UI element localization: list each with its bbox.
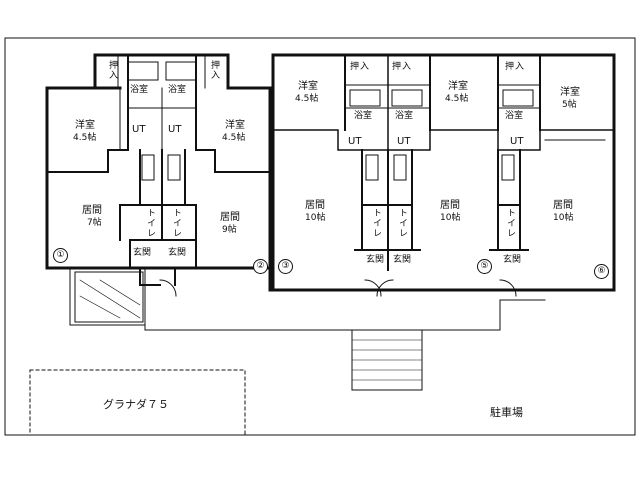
ut-label: UT	[510, 136, 524, 147]
bath-label: 浴室	[130, 85, 149, 95]
u4-western-size: 4.5帖	[445, 94, 469, 104]
u1-western-label: 洋室	[75, 120, 95, 131]
u2-living-size: 9帖	[222, 225, 237, 235]
ut-label: UT	[168, 124, 182, 135]
bath-label: 浴室	[354, 111, 373, 121]
u3-western-size: 4.5帖	[295, 94, 319, 104]
u1-entrance-label: 玄関	[133, 248, 152, 258]
u2-entrance-label: 玄関	[168, 248, 187, 258]
ut-label: UT	[132, 124, 146, 135]
u4-entrance-label: 玄関	[393, 255, 412, 265]
closet-label: 押入	[209, 60, 219, 80]
unit-number: ②	[253, 259, 268, 274]
bath-label: 浴室	[168, 85, 187, 95]
u2-western-label: 洋室	[225, 120, 245, 131]
unit-number: ①	[53, 248, 68, 263]
closet-label: 押入	[107, 60, 117, 80]
u1-living-label: 居間	[82, 205, 102, 216]
parking-label: 駐車場	[490, 406, 523, 419]
u3-western-label: 洋室	[298, 81, 318, 92]
closet-label: 押入	[392, 62, 413, 72]
ut-label: UT	[397, 136, 411, 147]
u3-entrance-label: 玄関	[366, 255, 385, 265]
closet-label: 押入	[350, 62, 371, 72]
u5-living-size: 10帖	[553, 213, 574, 223]
u4-western-label: 洋室	[448, 81, 468, 92]
u5-western-label: 洋室	[560, 87, 580, 98]
u1-toilet-label: トイレ	[145, 208, 155, 238]
u2-western-size: 4.5帖	[222, 133, 246, 143]
u5-entrance-label: 玄関	[503, 255, 522, 265]
u2-toilet-label: トイレ	[171, 208, 181, 238]
u3-living-label: 居間	[305, 200, 325, 211]
unit-number: ⑥	[594, 264, 609, 279]
u4-living-label: 居間	[440, 200, 460, 211]
bath-label: 浴室	[395, 111, 414, 121]
u1-living-size: 7帖	[87, 218, 102, 228]
u2-living-label: 居間	[220, 212, 240, 223]
building-name: グラナダ７５	[103, 398, 169, 411]
u5-western-size: 5帖	[562, 100, 577, 110]
u3-toilet-label: トイレ	[371, 208, 381, 238]
ut-label: UT	[348, 136, 362, 147]
u4-toilet-label: トイレ	[397, 208, 407, 238]
unit-number: ⑤	[477, 259, 492, 274]
u5-toilet-label: トイレ	[505, 208, 515, 238]
u5-living-label: 居間	[553, 200, 573, 211]
bath-label: 浴室	[505, 111, 524, 121]
u3-living-size: 10帖	[305, 213, 326, 223]
u1-western-size: 4.5帖	[73, 133, 97, 143]
closet-label: 押入	[505, 62, 526, 72]
unit-number: ③	[278, 259, 293, 274]
u4-living-size: 10帖	[440, 213, 461, 223]
